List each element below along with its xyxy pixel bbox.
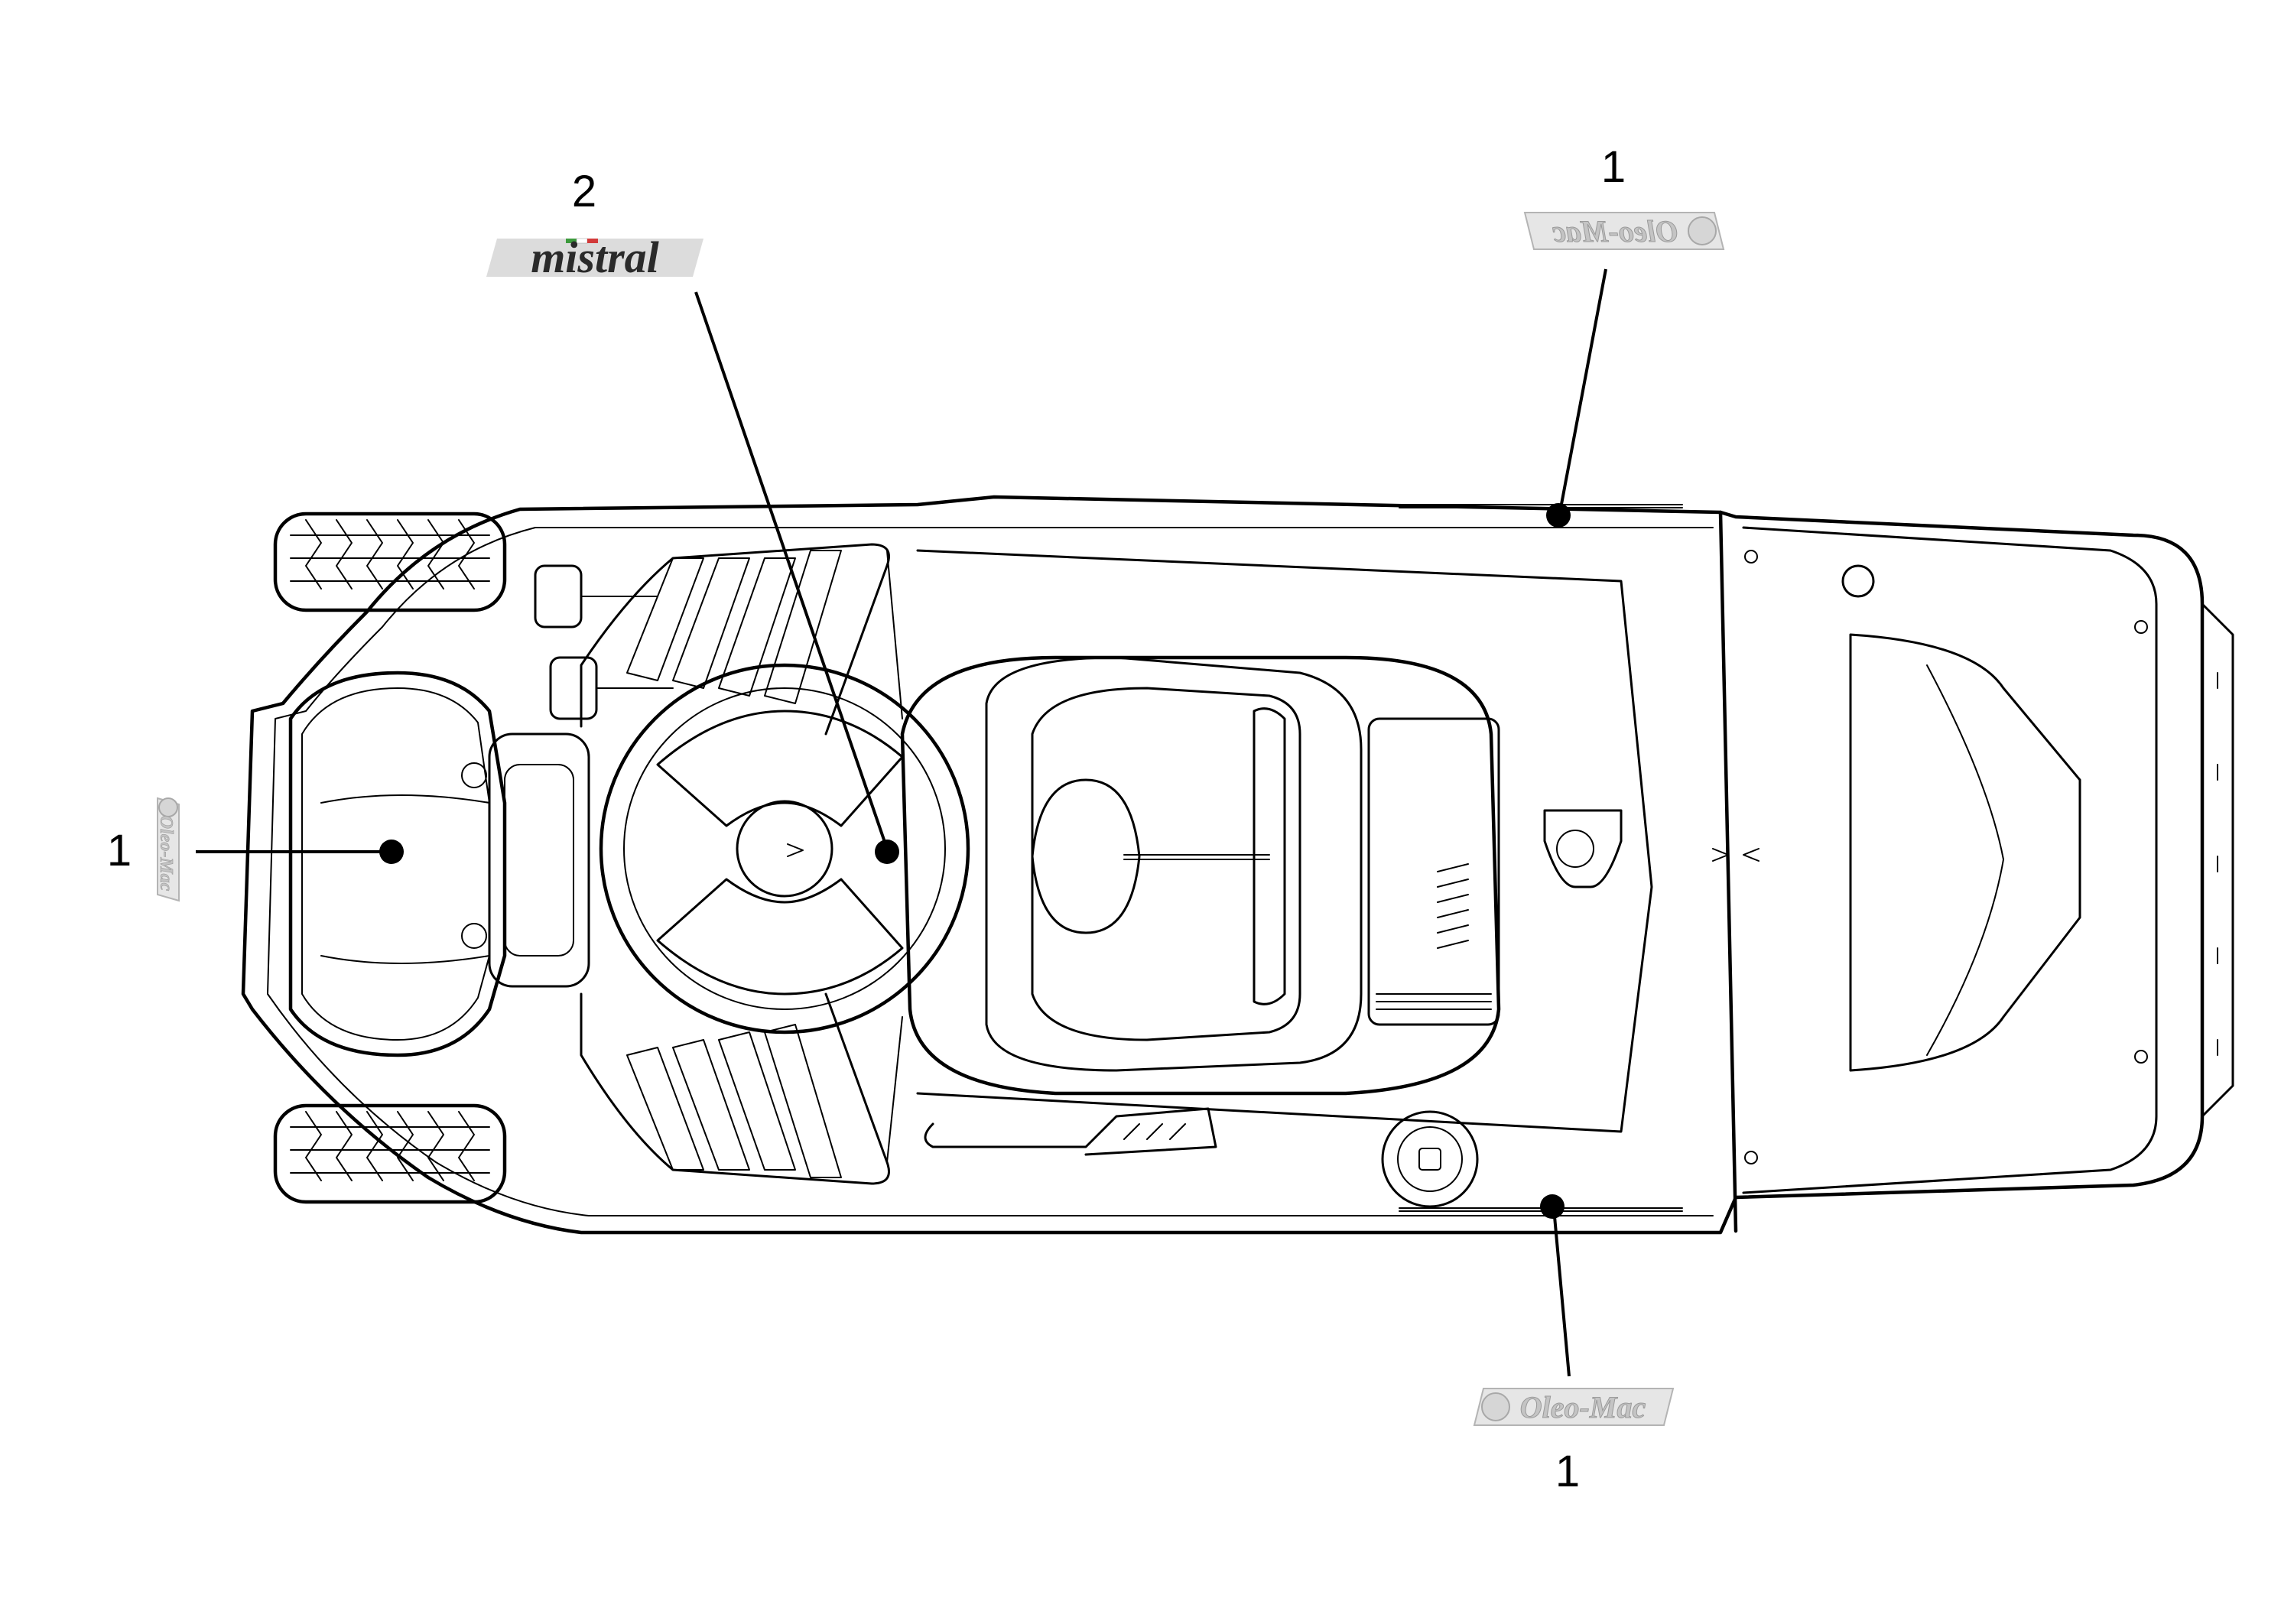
oleo-mac-logo-text: Oleo-Mac bbox=[1520, 1390, 1646, 1424]
fuel-cap bbox=[1381, 1110, 1479, 1208]
rear-bucket bbox=[288, 671, 507, 1057]
callout-1-bottom: Oleo-Mac 1 bbox=[1473, 1194, 1675, 1496]
oleo-mac-logo-left: Oleo-Mac bbox=[156, 797, 180, 902]
mower-drawing bbox=[241, 495, 2234, 1235]
callout-1-left: 1 Oleo-Mac bbox=[107, 797, 404, 902]
callout-number: 1 bbox=[1555, 1447, 1580, 1496]
oleo-mac-logo-top: Oleo-Mac bbox=[1523, 212, 1725, 250]
callout-1-top: 1 Oleo-Mac bbox=[1523, 142, 1725, 528]
callout-number: 1 bbox=[107, 826, 132, 875]
seat bbox=[900, 655, 1501, 1096]
grille-top bbox=[580, 543, 890, 736]
oleo-mac-logo-text: Oleo-Mac bbox=[1552, 214, 1678, 248]
callout-2: 2 mistral bbox=[486, 167, 899, 864]
oleo-mac-logo-text: Oleo-Mac bbox=[156, 816, 176, 892]
callout-number: 2 bbox=[572, 167, 596, 216]
front-hood bbox=[1712, 510, 2158, 1233]
mistral-logo-text: mistral bbox=[531, 232, 659, 282]
body-outline bbox=[241, 495, 2205, 1235]
mistral-logo: mistral bbox=[486, 232, 703, 282]
oleo-mac-logo-bottom: Oleo-Mac bbox=[1473, 1388, 1675, 1426]
steering-wheel bbox=[599, 663, 970, 1034]
engine-fins bbox=[1367, 717, 1500, 1026]
grille-bottom bbox=[580, 992, 890, 1185]
rear-tire-bottom bbox=[273, 1103, 507, 1204]
callout-number: 1 bbox=[1601, 142, 1626, 192]
